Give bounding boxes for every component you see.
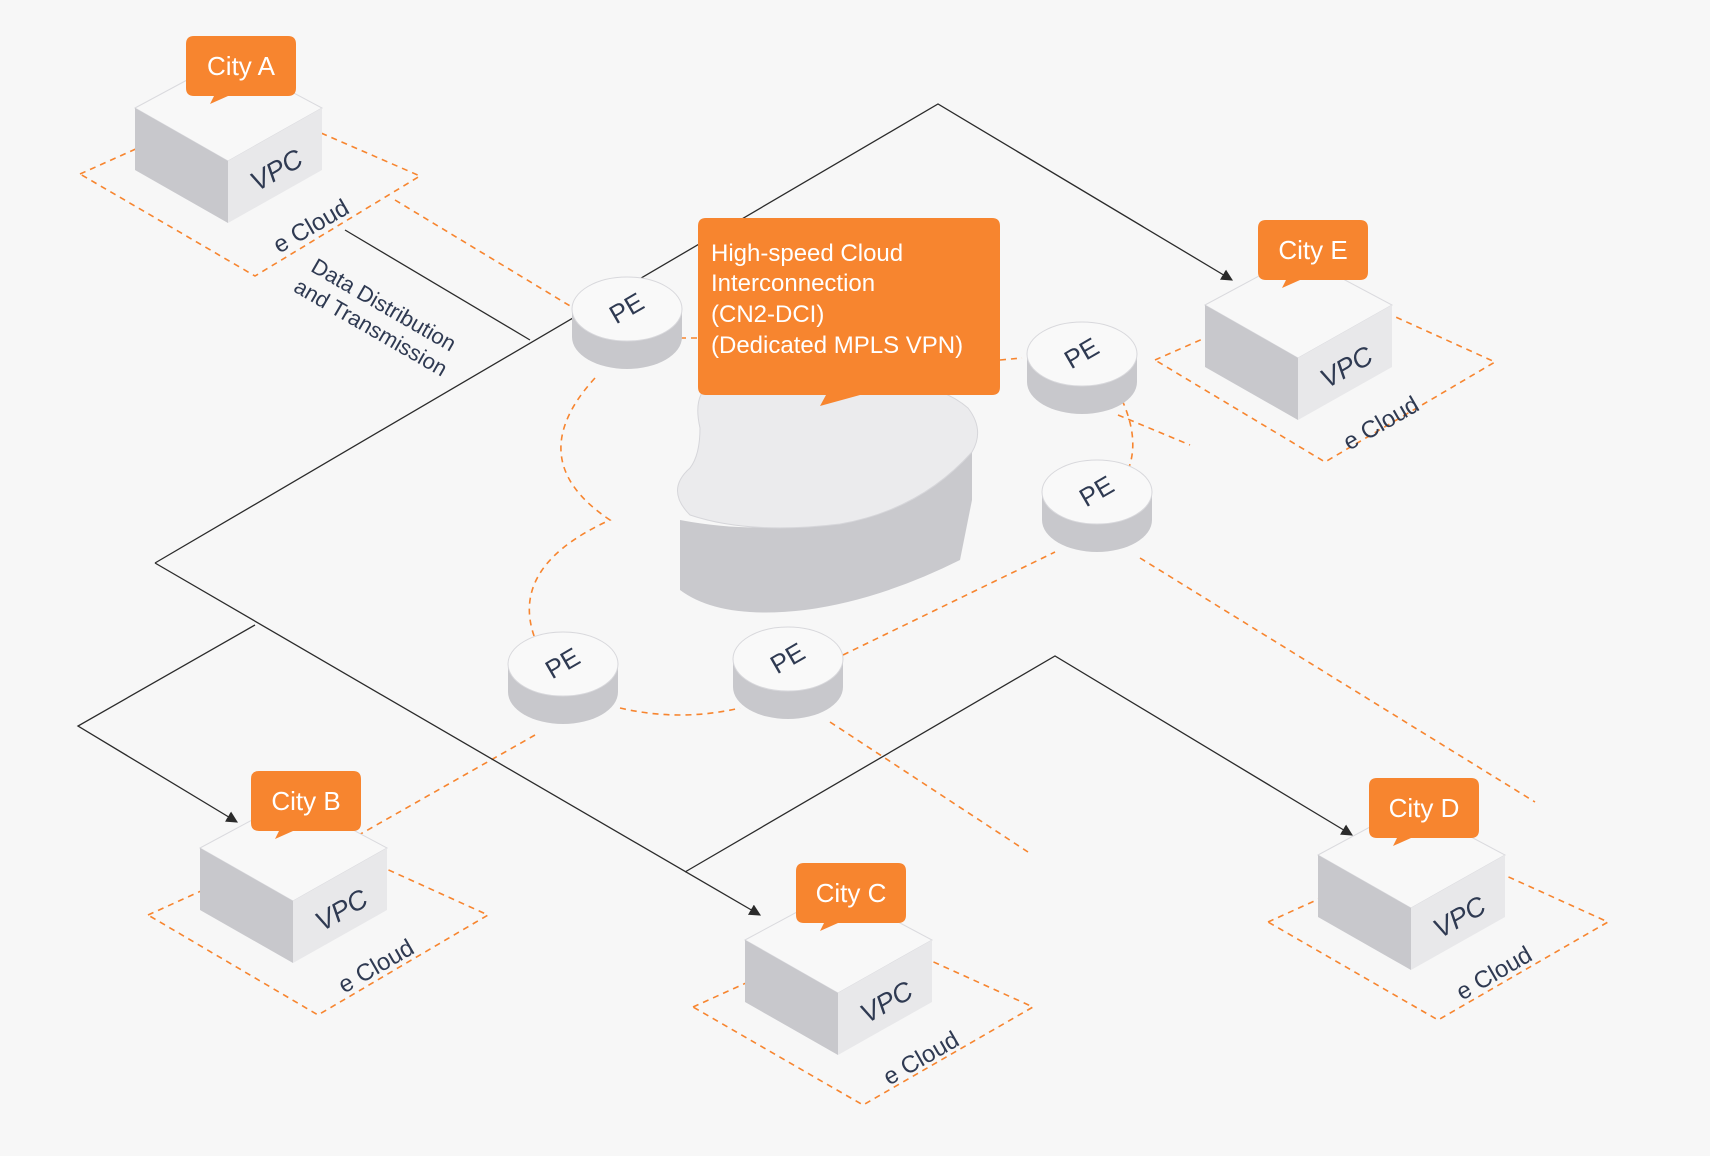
dci-callout-line1: High-speed Cloud: [711, 240, 903, 267]
vpc-box-left: [745, 940, 838, 1055]
pe-node-top: [1026, 321, 1138, 387]
pe-nodes: PE PE PE PE PE: [507, 276, 1153, 724]
ring-right: [999, 357, 1023, 361]
callout-bubble: [1258, 220, 1368, 288]
vpc-box-left: [1318, 855, 1411, 970]
link-pe-e: [1117, 414, 1191, 446]
vpc-box-right: [1411, 855, 1505, 970]
dist-line-b: [76, 624, 256, 823]
city-name: City B: [271, 786, 340, 816]
zone-city-a: [78, 99, 422, 277]
dci-callout-line4: (Dedicated MPLS VPN): [711, 332, 963, 359]
pe-node-top: [732, 626, 844, 692]
vpc-box-right: [293, 848, 387, 963]
dci-callout-line2: Interconnection: [711, 270, 875, 297]
pe-node-top: [1041, 459, 1153, 525]
pe-node: PE: [507, 631, 619, 724]
vpc-box-left: [135, 108, 228, 223]
callout-bubble: [186, 36, 296, 104]
pe-node-top: [507, 631, 619, 697]
ecloud-label: e Cloud: [1339, 391, 1424, 456]
callout-bubble: [1369, 778, 1479, 846]
vpc-box-left: [200, 848, 293, 963]
dci-links: [349, 199, 1536, 853]
city-name: City E: [1278, 235, 1347, 265]
ring-bottom: [619, 707, 741, 716]
city-callout-b: City B: [251, 771, 361, 839]
dist-line-a: [344, 229, 531, 341]
distribution-lines: [76, 103, 1354, 916]
city-name: City D: [1389, 793, 1460, 823]
vpc-box-left: [1205, 305, 1298, 420]
vpc-box-right: [1298, 305, 1392, 420]
dci-callout-bubble: [698, 218, 1000, 406]
city-callout-e: City E: [1258, 220, 1368, 288]
callout-bubble: [796, 863, 906, 931]
callout-bubble: [251, 771, 361, 839]
cloud-icon: [677, 374, 979, 613]
vpc-box-right: [228, 108, 322, 223]
city-callout-d: City D: [1369, 778, 1479, 846]
dist-line-d: [684, 655, 1354, 873]
pe-node: PE: [571, 276, 683, 369]
ecloud-label: e Cloud: [269, 194, 354, 259]
city-callout-c: City C: [796, 863, 906, 931]
city-name: City A: [207, 51, 276, 81]
pe-node: PE: [1041, 459, 1153, 552]
city-callout-a: City A: [186, 36, 296, 104]
vpc-box-city-e: VPC e Cloud: [1203, 254, 1424, 456]
ring-right-arc: [1121, 399, 1134, 471]
pe-node: PE: [732, 626, 844, 719]
ring-left: [528, 377, 612, 651]
pe-node-top: [571, 276, 683, 342]
pe-node: PE: [1026, 321, 1138, 414]
link-label: Data Distribution and Transmission: [290, 253, 461, 381]
link-pe-c: [829, 721, 1029, 853]
city-name: City C: [816, 878, 887, 908]
dci-callout-line3: (CN2-DCI): [711, 301, 824, 328]
city-callouts: City A City E City B City C City D: [186, 36, 1479, 931]
link-pe-b: [349, 734, 536, 841]
ecloud-label: e Cloud: [1452, 941, 1537, 1006]
dist-line-e: [154, 103, 1234, 564]
dci-callout: High-speed Cloud Interconnection (CN2-DC…: [698, 218, 1000, 406]
vpc-box-right: [838, 940, 932, 1055]
ecloud-label: e Cloud: [334, 934, 419, 999]
dist-line-c: [154, 562, 762, 916]
cloud-body: [680, 440, 972, 613]
link-a-pe: [394, 199, 591, 319]
link-pe-d: [1139, 557, 1536, 803]
ecloud-label: e Cloud: [879, 1026, 964, 1091]
